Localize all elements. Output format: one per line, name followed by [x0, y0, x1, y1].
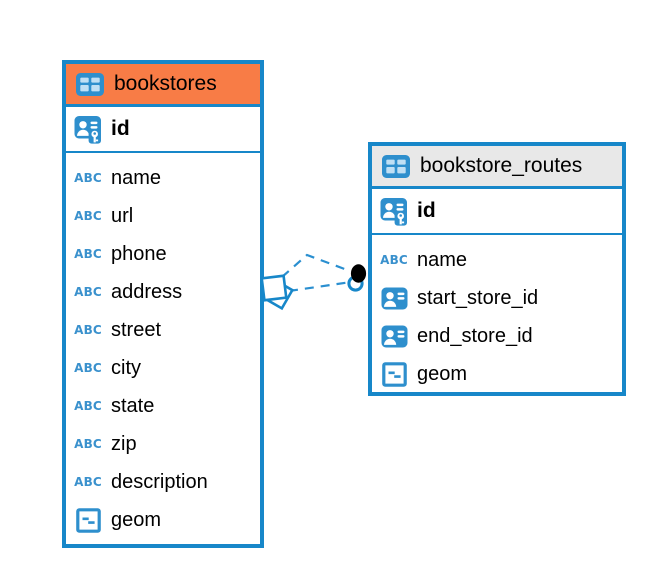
table-title: bookstores [114, 72, 217, 95]
relation-line-1[interactable] [281, 253, 351, 278]
column-row-city[interactable]: ABC city [66, 349, 260, 387]
relation-source-marker-double-square[interactable] [260, 274, 295, 311]
primary-key-icon [73, 115, 103, 144]
column-name: state [111, 394, 155, 417]
table-icon [381, 154, 411, 178]
column-row-end_store_id[interactable]: end_store_id [372, 317, 622, 355]
column-name: geom [417, 362, 468, 385]
column-name: geom [111, 508, 162, 531]
column-row-geom[interactable]: geom [372, 355, 622, 392]
column-row-address[interactable]: ABC address [66, 273, 260, 311]
column-row-description[interactable]: ABC description [66, 463, 260, 501]
relation-target-marker-dot[interactable] [347, 264, 367, 292]
column-row-zip[interactable]: ABC zip [66, 425, 260, 463]
geometry-type-icon [379, 361, 409, 387]
column-name: id [111, 117, 130, 140]
text-type-icon: ABC [74, 247, 102, 261]
column-row-state[interactable]: ABC state [66, 387, 260, 425]
column-name: name [417, 248, 468, 271]
column-row-name[interactable]: ABC name [372, 241, 622, 279]
column-name: phone [111, 242, 167, 265]
text-type-icon: ABC [74, 475, 102, 489]
geometry-type-icon [73, 507, 103, 533]
text-type-icon: ABC [380, 253, 408, 267]
text-type-icon: ABC [74, 399, 102, 413]
column-row-name[interactable]: ABC name [66, 159, 260, 197]
column-row-id[interactable]: id [372, 189, 622, 235]
foreign-key-icon [379, 287, 409, 310]
table-header[interactable]: bookstores [66, 64, 260, 107]
text-type-icon: ABC [74, 361, 102, 375]
column-row-id[interactable]: id [66, 107, 260, 153]
text-type-icon: ABC [74, 285, 102, 299]
column-name: city [111, 356, 141, 379]
column-name: zip [111, 432, 137, 455]
column-name: url [111, 204, 134, 227]
text-type-icon: ABC [74, 171, 102, 185]
column-name: street [111, 318, 162, 341]
column-name: end_store_id [417, 324, 533, 347]
text-type-icon: ABC [74, 437, 102, 451]
column-name: start_store_id [417, 286, 539, 309]
column-row-start_store_id[interactable]: start_store_id [372, 279, 622, 317]
relation-line-2[interactable] [288, 280, 352, 293]
table-icon [75, 72, 105, 96]
column-name: name [111, 166, 162, 189]
primary-key-icon [379, 197, 409, 226]
column-name: address [111, 280, 183, 303]
text-type-icon: ABC [74, 209, 102, 223]
text-type-icon: ABC [74, 323, 102, 337]
column-name: description [111, 470, 208, 493]
column-row-url[interactable]: ABC url [66, 197, 260, 235]
table-header[interactable]: bookstore_routes [372, 146, 622, 189]
column-row-geom[interactable]: geom [66, 501, 260, 539]
column-row-street[interactable]: ABC street [66, 311, 260, 349]
table-title: bookstore_routes [420, 154, 583, 177]
column-row-phone[interactable]: ABC phone [66, 235, 260, 273]
foreign-key-icon [379, 325, 409, 348]
column-name: id [417, 199, 436, 222]
